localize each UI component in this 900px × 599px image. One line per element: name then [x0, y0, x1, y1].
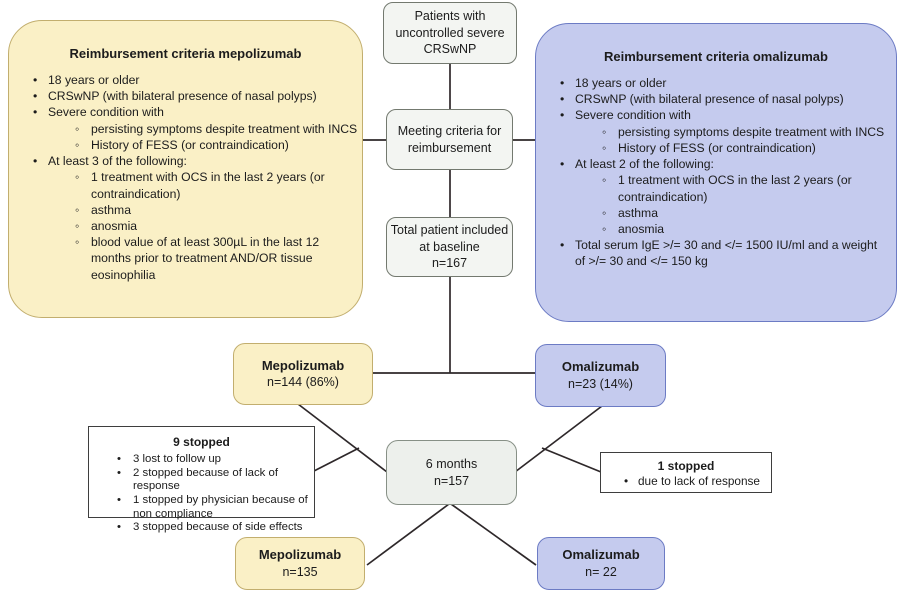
node-6-months: 6 months n=157 — [386, 440, 517, 505]
mepolizumab-criteria-title: Reimbursement criteria mepolizumab — [69, 46, 302, 61]
mepolizumab-dropouts-box: 9 stopped 3 lost to follow up 2 stopped … — [88, 426, 315, 535]
criteria-item: Severe condition with — [536, 107, 896, 123]
node-patients-uncontrolled-crswnp: Patients with uncontrolled severe CRSwNP — [383, 2, 517, 64]
node-mepolizumab-6-months: Mepolizumab n=135 — [235, 537, 365, 590]
node-count: n=144 (86%) — [267, 375, 339, 390]
dropout-item: 3 lost to follow up — [89, 453, 314, 467]
criteria-item: Total serum IgE >/= 30 and </= 1500 IU/m… — [536, 237, 896, 269]
node-count: n=135 — [282, 564, 318, 579]
criteria-subitem: asthma — [536, 205, 896, 221]
criteria-item: 18 years or older — [536, 75, 896, 91]
omalizumab-dropouts-box: 1 stopped due to lack of response — [600, 452, 772, 493]
node-label: 6 months — [425, 456, 478, 471]
criteria-subitem: History of FESS (or contraindication) — [536, 140, 896, 156]
criteria-subitem: 1 treatment with OCS in the last 2 years… — [536, 172, 896, 204]
dropouts-list: 3 lost to follow up 2 stopped because of… — [89, 453, 314, 535]
node-label: Mepolizumab — [258, 547, 342, 563]
mepolizumab-criteria-box: Reimbursement criteria mepolizumab 18 ye… — [8, 20, 363, 318]
omalizumab-criteria-title: Reimbursement criteria omalizumab — [604, 49, 828, 64]
node-count: n= 22 — [585, 564, 617, 579]
edge-6months-to-omal-bottom — [450, 503, 537, 566]
edge-omal-to-6months — [514, 405, 603, 473]
criteria-item: Severe condition with — [9, 104, 362, 120]
node-omalizumab-baseline: Omalizumab n=23 (14%) — [535, 344, 666, 407]
criteria-subitem: 1 treatment with OCS in the last 2 years… — [9, 169, 362, 201]
omalizumab-criteria-box: Reimbursement criteria omalizumab 18 yea… — [535, 23, 897, 322]
node-label: Omalizumab — [561, 359, 640, 375]
node-label: Mepolizumab — [261, 357, 345, 373]
dropout-item: due to lack of response — [601, 474, 771, 488]
node-omalizumab-6-months: Omalizumab n= 22 — [537, 537, 665, 590]
criteria-subitem: History of FESS (or contraindication) — [9, 137, 362, 153]
dropouts-title: 1 stopped — [657, 459, 715, 473]
dropouts-title: 9 stopped — [173, 435, 230, 449]
criteria-item: 18 years or older — [9, 72, 362, 88]
node-label: Meeting criteria for reimbursement — [397, 123, 502, 155]
mepolizumab-criteria-list: 18 years or older CRSwNP (with bilateral… — [9, 72, 362, 283]
edge-9stopped-branch — [313, 447, 360, 472]
criteria-subitem: persisting symptoms despite treatment wi… — [536, 124, 896, 140]
node-count: n=23 (14%) — [568, 376, 633, 391]
criteria-subitem: persisting symptoms despite treatment wi… — [9, 121, 362, 137]
node-mepolizumab-baseline: Mepolizumab n=144 (86%) — [233, 343, 373, 405]
edge-mepo-to-6months — [297, 403, 388, 473]
criteria-subitem: blood value of at least 300µL in the las… — [9, 234, 362, 283]
criteria-subitem: asthma — [9, 202, 362, 218]
edge-1stopped-branch — [541, 447, 602, 473]
node-baseline-total: Total patient included at baseline n=167 — [386, 217, 513, 277]
criteria-item: CRSwNP (with bilateral presence of nasal… — [536, 91, 896, 107]
node-count: n=167 — [431, 256, 468, 271]
criteria-subitem: anosmia — [9, 218, 362, 234]
dropout-item: 1 stopped by physician because of non co… — [89, 494, 314, 521]
criteria-item: At least 2 of the following: — [536, 156, 896, 172]
criteria-subitem: anosmia — [536, 221, 896, 237]
node-meeting-criteria: Meeting criteria for reimbursement — [386, 109, 513, 170]
node-label: Omalizumab — [562, 547, 640, 563]
node-label: Patients with uncontrolled severe CRSwNP — [395, 8, 505, 57]
dropout-item: 3 stopped because of side effects — [89, 521, 314, 535]
node-count: n=157 — [433, 473, 470, 488]
edge-6months-to-mepo-bottom — [366, 503, 450, 566]
omalizumab-criteria-list: 18 years or older CRSwNP (with bilateral… — [536, 75, 896, 270]
criteria-item: CRSwNP (with bilateral presence of nasal… — [9, 88, 362, 104]
dropout-item: 2 stopped because of lack of response — [89, 467, 314, 494]
criteria-item: At least 3 of the following: — [9, 153, 362, 169]
node-label: Total patient included at baseline — [390, 222, 509, 254]
